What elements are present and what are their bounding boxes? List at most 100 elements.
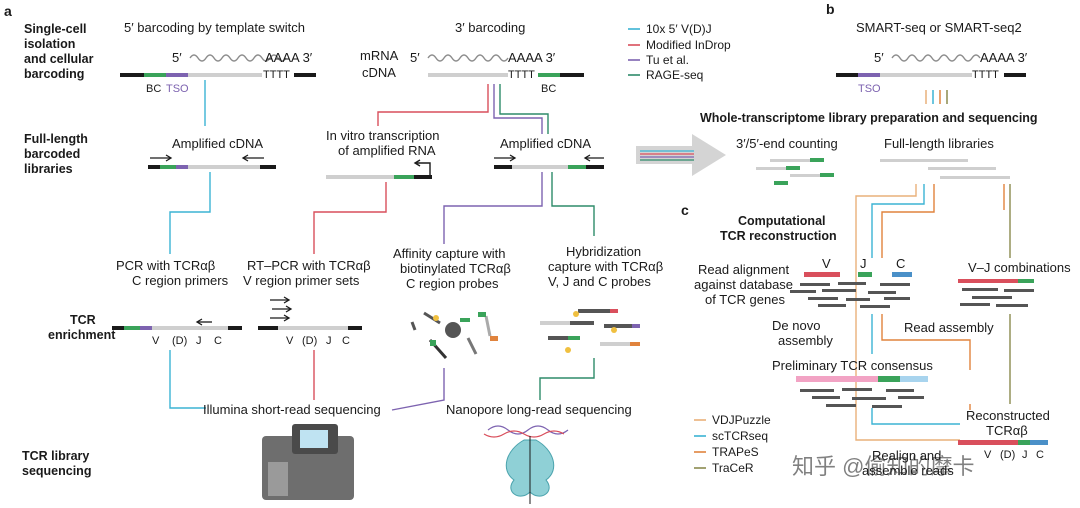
row-label-line: barcoding — [24, 67, 84, 81]
gene-label: (D) — [172, 335, 187, 347]
bc-label: BC — [146, 83, 161, 95]
label-nanopore: Nanopore long-read sequencing — [446, 402, 632, 417]
read — [818, 304, 846, 307]
arrowheads — [283, 296, 293, 322]
legend-item: Modified InDrop — [646, 38, 731, 52]
dna-segment — [120, 73, 144, 77]
barcode-segment — [568, 165, 586, 169]
label-de-novo: De novo — [772, 318, 820, 333]
label-pcr: PCR with TCRαβ — [116, 258, 215, 273]
row-label-line: barcoded — [24, 147, 80, 161]
read — [884, 297, 910, 300]
connector-line — [493, 84, 543, 134]
dna-strand — [487, 425, 569, 435]
row-label-sequencing: TCR library sequencing — [22, 449, 91, 478]
arrowhead — [583, 154, 591, 162]
row-label-line: Single-cell — [24, 22, 87, 36]
big-arrow — [636, 134, 726, 176]
barcode-segment — [460, 318, 470, 322]
cdna-segment — [188, 73, 262, 77]
dna-strand — [483, 430, 565, 438]
gene-j-label: J — [860, 256, 867, 271]
row-label-line: Full-length — [24, 132, 88, 146]
label-read-alignment-2: against database — [694, 277, 793, 292]
mrna-wave — [189, 54, 287, 62]
amplified-cdna-left — [148, 154, 276, 169]
arrowhead — [413, 159, 421, 167]
cdna-segment — [326, 175, 394, 179]
read — [826, 404, 856, 407]
dna-segment — [260, 165, 276, 169]
label-amplified-cdna-right: Amplified cDNA — [500, 136, 591, 151]
probe — [466, 337, 478, 355]
gene-segment-c — [892, 272, 912, 277]
label-hybrid-3: V, J and C probes — [548, 274, 651, 289]
legend-item: VDJPuzzle — [712, 413, 771, 427]
pcr-construct: V (D) J C — [112, 318, 242, 347]
read — [880, 159, 968, 162]
gene-segment-v — [804, 272, 840, 277]
header-tcr-reconstruction: TCR reconstruction — [720, 229, 837, 243]
nanopore-icon — [483, 425, 569, 504]
gene-label: V — [152, 335, 160, 347]
read — [770, 159, 810, 162]
gene-segment-j — [858, 272, 872, 277]
connector-line — [443, 172, 543, 244]
legend-item: scTCRseq — [712, 429, 768, 443]
read — [886, 389, 914, 392]
probe — [578, 309, 610, 313]
ivt-rna — [326, 159, 432, 179]
probe-tag — [490, 336, 498, 341]
probe — [484, 315, 492, 337]
connector-line — [377, 84, 489, 126]
connector-line — [391, 368, 445, 411]
probe-tag — [630, 342, 640, 346]
dna-segment — [414, 175, 432, 179]
pipeline-line — [855, 184, 917, 432]
biotin — [573, 311, 579, 317]
read — [808, 297, 838, 300]
pipeline-line — [871, 184, 925, 258]
row-label-line: TCR — [70, 313, 96, 327]
tso-segment — [140, 326, 152, 330]
read — [940, 176, 1010, 179]
legend-tools: VDJPuzzle scTCRseq TRAPeS TraCeR — [694, 413, 771, 475]
watermark: 知乎 @偷知的摩卡 — [792, 454, 974, 479]
panel-label-a: a — [4, 3, 12, 19]
read — [962, 288, 998, 291]
connector-line — [551, 172, 595, 236]
tso-segment — [858, 73, 880, 77]
promoter-arrow — [416, 162, 431, 177]
gene-label: V — [984, 449, 992, 461]
label-tcrab: TCRαβ — [986, 423, 1028, 438]
read-barcode — [810, 158, 824, 162]
dna-segment — [560, 73, 584, 77]
dna-segment — [112, 326, 124, 330]
row-label-line: isolation — [24, 37, 75, 51]
label-realign: Realign and — [872, 448, 941, 463]
label-reconstructed: Reconstructed — [966, 408, 1050, 423]
primer-arrows — [270, 299, 290, 319]
read — [960, 303, 990, 306]
read — [1004, 289, 1034, 292]
probe — [410, 321, 417, 331]
alignment-reads — [790, 272, 912, 308]
label-ivt-2: of amplified RNA — [338, 143, 436, 158]
pipeline-line — [855, 432, 960, 441]
read — [838, 282, 866, 285]
affinity-capture — [410, 311, 498, 359]
gene-c-label: C — [896, 256, 905, 271]
cdna-segment — [152, 326, 228, 330]
row-label-line: libraries — [24, 162, 73, 176]
read — [880, 283, 910, 286]
probe — [604, 324, 632, 328]
barcode-segment — [430, 340, 436, 346]
probe — [548, 336, 568, 340]
dna-segment — [494, 165, 512, 169]
transcript-template-switch: 5′ AAAA 3′ TTTT BC TSO — [120, 50, 316, 95]
sequencer-panel — [268, 462, 288, 496]
label-preliminary-consensus: Preliminary TCR consensus — [772, 358, 933, 373]
barcode-segment — [568, 336, 580, 340]
tso-label: TSO — [858, 83, 881, 95]
